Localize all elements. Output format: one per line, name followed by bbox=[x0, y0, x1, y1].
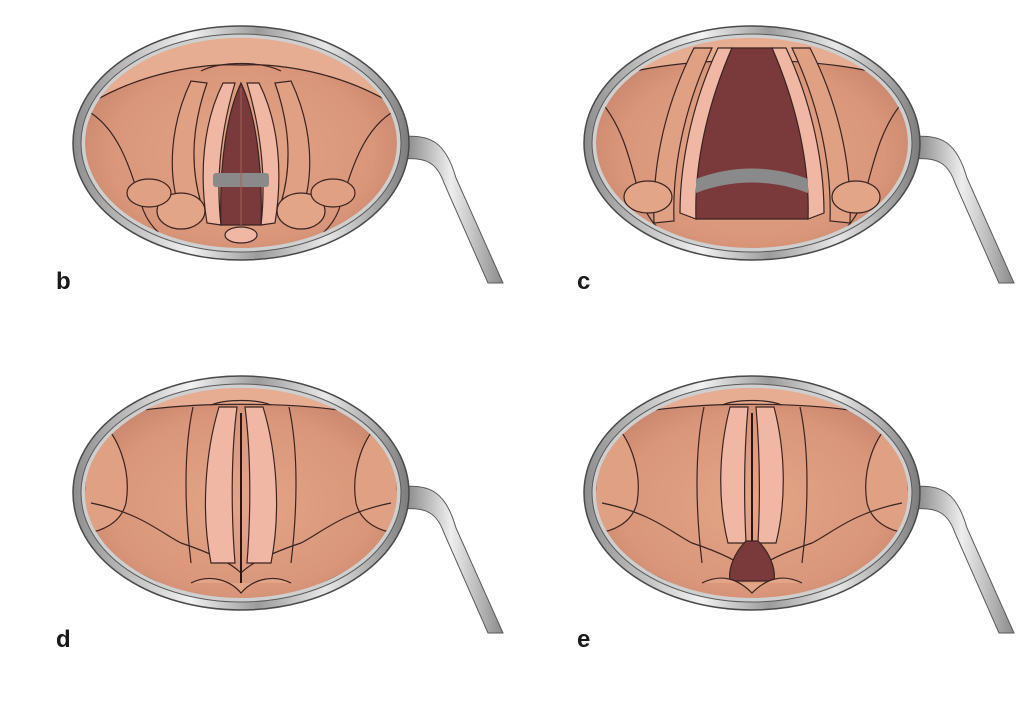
panel-e-mirror-view bbox=[583, 375, 1015, 634]
panel-label-c: c bbox=[577, 268, 591, 295]
panel-label-e: e bbox=[577, 626, 591, 653]
panel-c-mirror-view bbox=[583, 25, 1015, 284]
panel-d-mirror-view bbox=[72, 375, 504, 634]
panel-label-b: b bbox=[56, 268, 71, 295]
panel-label-d: d bbox=[56, 626, 71, 653]
panel-b-mirror-view bbox=[72, 25, 504, 284]
trachea-ring bbox=[696, 168, 808, 193]
